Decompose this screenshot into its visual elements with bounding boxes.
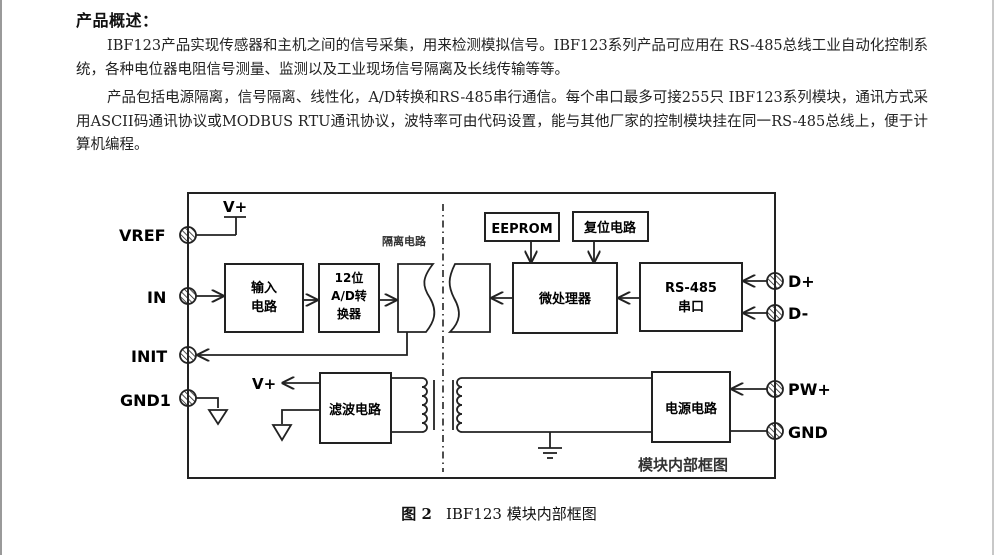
terminal-pwplus-label: PW+ bbox=[788, 380, 831, 399]
figure-caption: 图 2 IBF123 模块内部框图 bbox=[2, 503, 994, 524]
block-adc bbox=[318, 263, 380, 333]
terminal-dplus-label: D+ bbox=[788, 272, 815, 291]
block-rs485-line1: RS-485 bbox=[665, 281, 717, 296]
vplus-bottom-label: V+ bbox=[252, 375, 276, 393]
terminal-gnd1: GND1 bbox=[120, 389, 197, 410]
block-adc-line1: 12位 bbox=[335, 270, 364, 285]
terminal-gnd-label: GND bbox=[788, 423, 828, 442]
block-adc-line2: A/D转 bbox=[331, 288, 367, 303]
block-input-circuit-line2: 电路 bbox=[251, 299, 278, 315]
terminal-in-label: IN bbox=[147, 288, 166, 307]
isolator-left bbox=[397, 263, 436, 333]
block-adc-line3: 换器 bbox=[337, 306, 362, 321]
block-filter bbox=[319, 372, 392, 444]
block-input-circuit bbox=[224, 263, 304, 333]
isolator-right bbox=[447, 263, 491, 333]
block-power-label: 电源电路 bbox=[665, 401, 718, 417]
diagram-title: 模块内部框图 bbox=[638, 456, 728, 474]
block-reset bbox=[572, 211, 649, 242]
terminal-vref: VREF bbox=[119, 226, 197, 245]
chassis-ground-icon bbox=[538, 432, 562, 459]
terminal-pwplus: PW+ bbox=[766, 380, 831, 399]
isolation-label: 隔离电路 bbox=[382, 234, 427, 248]
terminal-dminus-label: D- bbox=[788, 304, 808, 323]
block-filter-label: 滤波电路 bbox=[329, 402, 382, 418]
terminal-init-label: INIT bbox=[131, 347, 167, 366]
vplus-top-label: V+ bbox=[223, 198, 247, 216]
terminal-vref-label: VREF bbox=[119, 226, 166, 245]
transformer-icon bbox=[391, 377, 652, 433]
block-eeprom bbox=[484, 212, 560, 242]
figure-number: 图 2 bbox=[401, 505, 432, 523]
ground-icon bbox=[207, 409, 229, 426]
block-power bbox=[651, 371, 731, 443]
paragraph-text: 产品包括电源隔离，信号隔离、线性化，A/D转换和RS-485串行通信。每个串口最… bbox=[76, 90, 928, 153]
paragraph-text: IBF123产品实现传感器和主机之间的信号采集，用来检测模拟信号。IBF123系… bbox=[76, 38, 928, 78]
paragraph-features: 产品包括电源隔离，信号隔离、线性化，A/D转换和RS-485串行通信。每个串口最… bbox=[76, 87, 928, 158]
paragraph-overview: IBF123产品实现传感器和主机之间的信号采集，用来检测模拟信号。IBF123系… bbox=[76, 35, 928, 82]
terminal-gnd1-label: GND1 bbox=[120, 391, 171, 410]
terminal-dminus: D- bbox=[766, 304, 808, 323]
terminal-init: INIT bbox=[131, 346, 197, 366]
terminal-in: IN bbox=[147, 287, 197, 307]
figure-caption-text: IBF123 模块内部框图 bbox=[445, 505, 597, 523]
ground-icon bbox=[271, 424, 293, 442]
module-frame bbox=[187, 192, 776, 479]
section-heading: 产品概述： bbox=[76, 11, 159, 30]
block-rs485 bbox=[639, 262, 743, 332]
block-input-circuit-line1: 输入 bbox=[251, 280, 277, 296]
block-mcu-label: 微处理器 bbox=[538, 291, 592, 307]
terminal-dplus: D+ bbox=[766, 272, 815, 291]
block-mcu bbox=[512, 262, 618, 334]
block-reset-label: 复位电路 bbox=[583, 220, 637, 236]
block-rs485-line2: 串口 bbox=[678, 299, 704, 315]
terminal-gnd: GND bbox=[766, 422, 828, 442]
block-eeprom-label: EEPROM bbox=[491, 222, 552, 237]
